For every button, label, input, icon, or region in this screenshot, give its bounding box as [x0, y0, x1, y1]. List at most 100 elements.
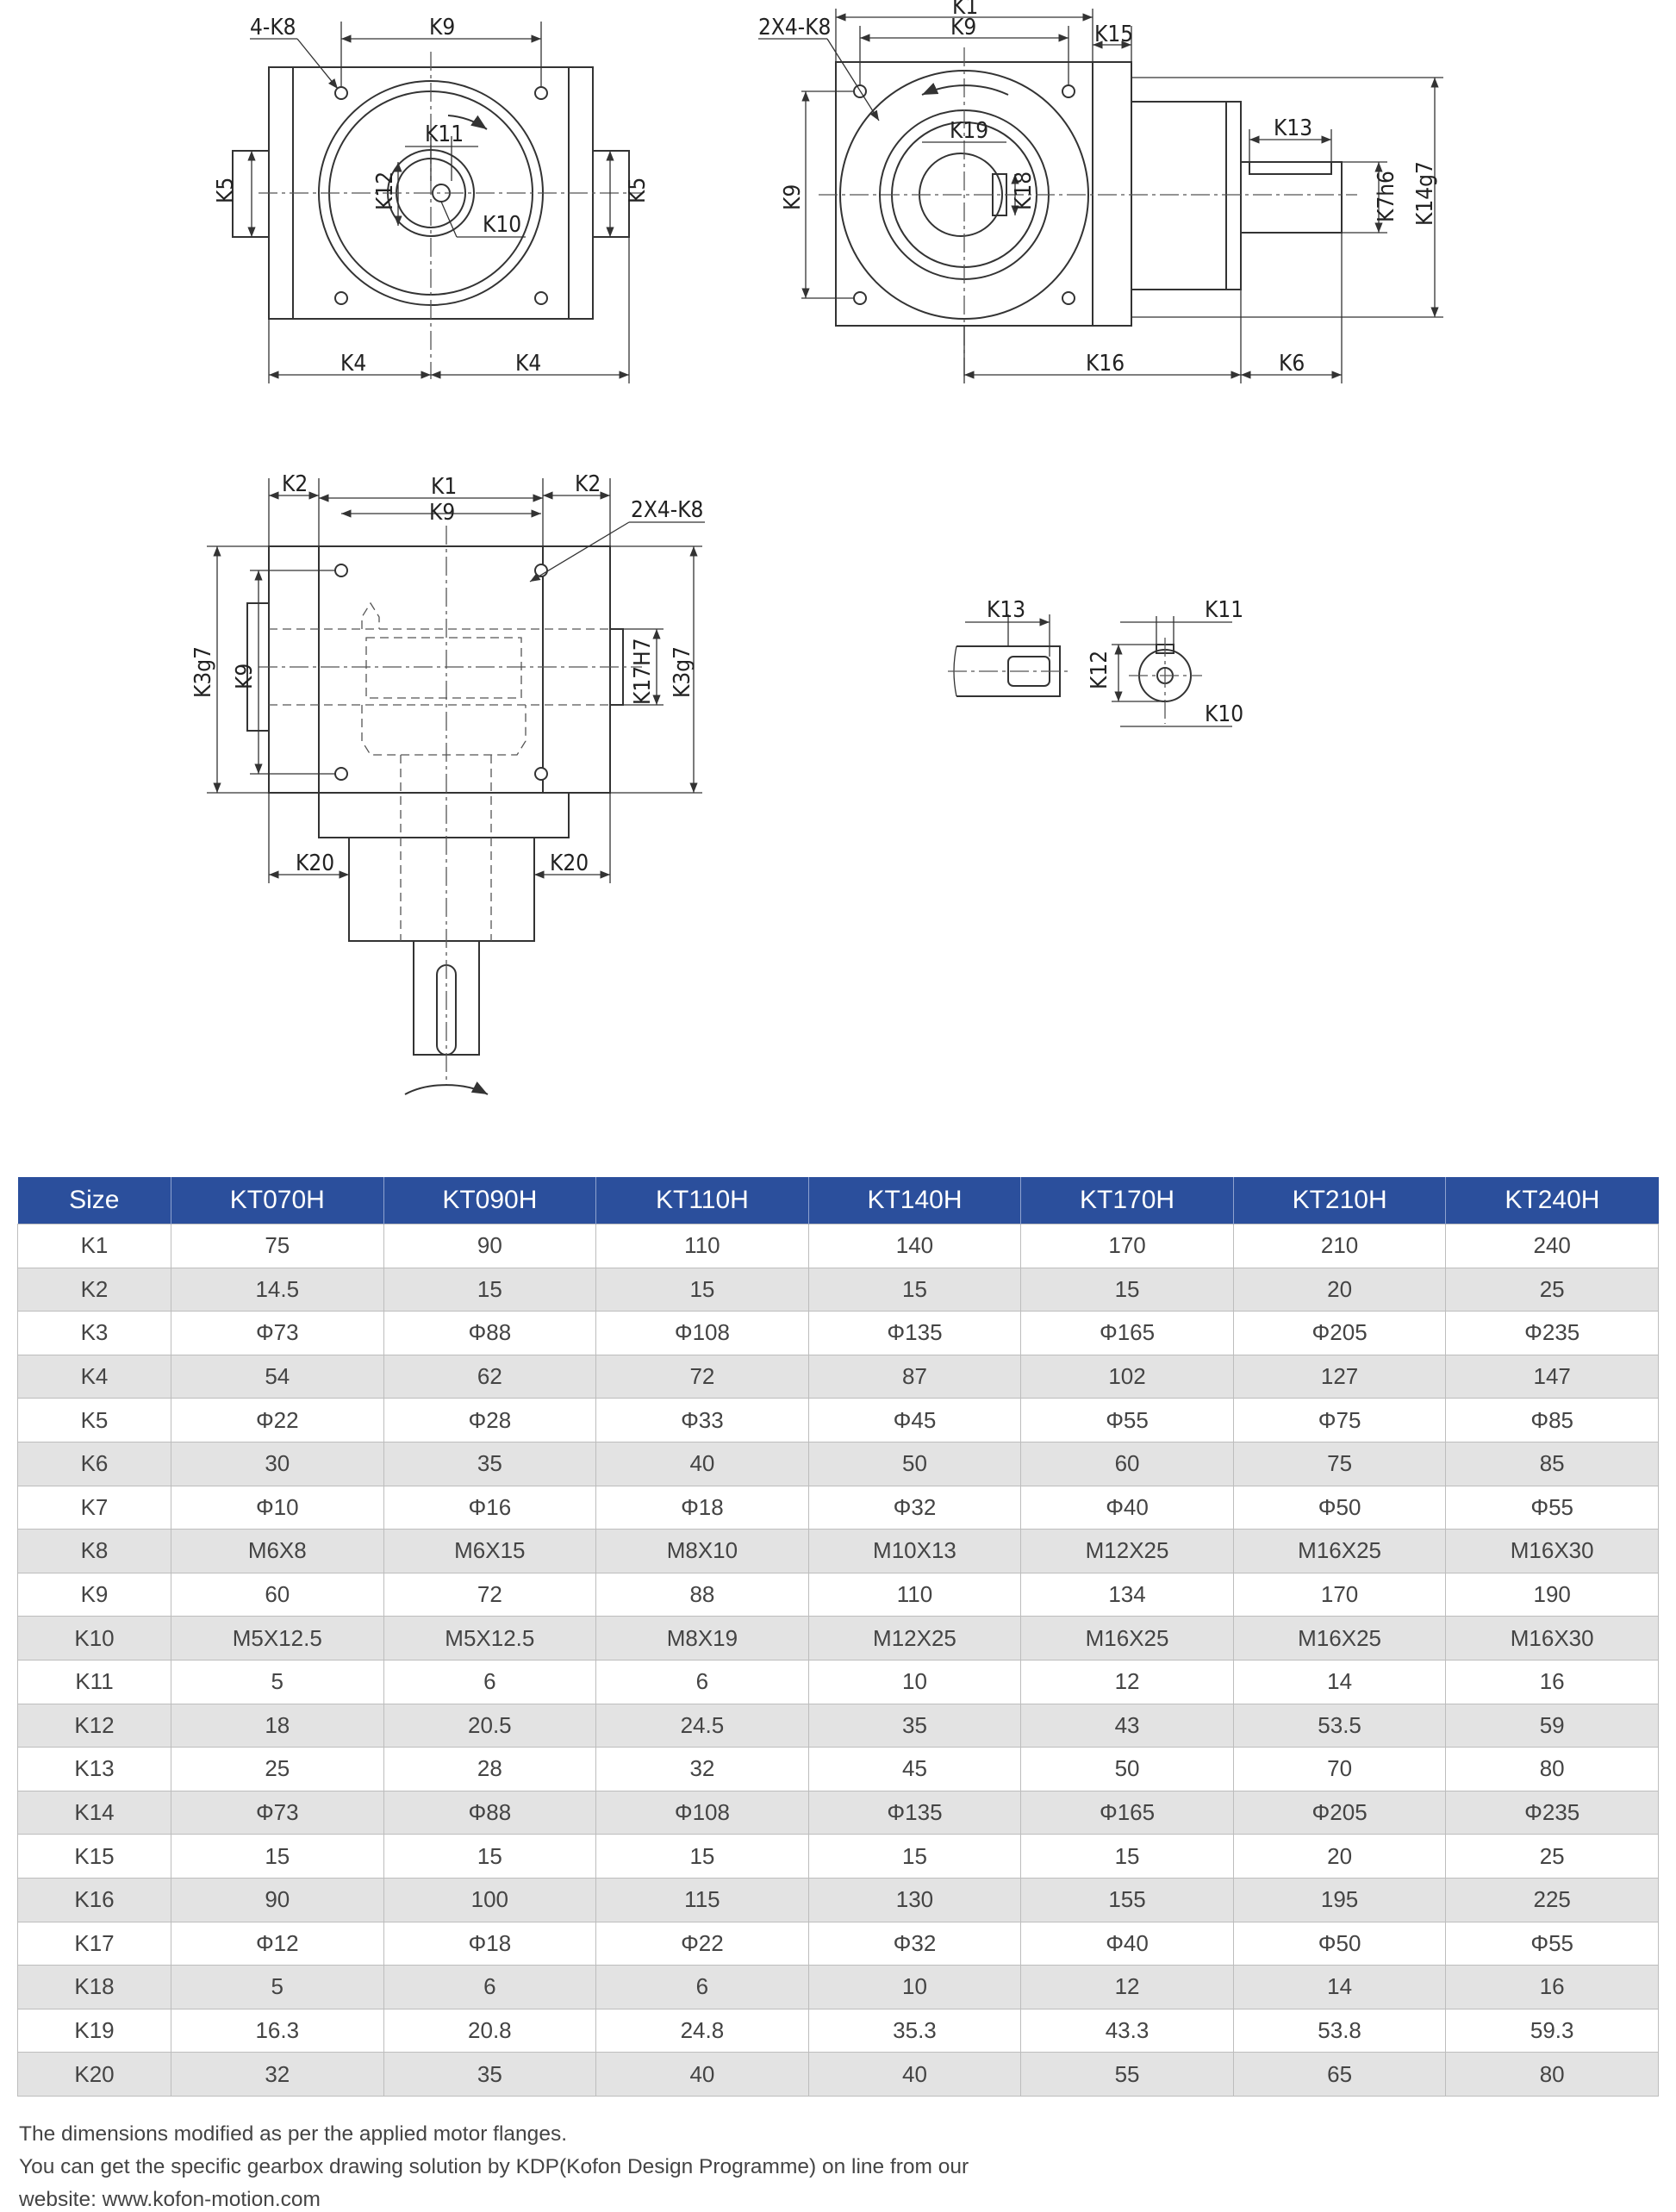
- row-label: K5: [17, 1398, 171, 1442]
- row-label: K7: [17, 1485, 171, 1530]
- table-cell: 40: [807, 2052, 1022, 2097]
- table-cell: Φ165: [1020, 1790, 1234, 1835]
- table-cell: 75: [1232, 1441, 1447, 1486]
- holes-2x4-label: 2X4-K8: [758, 15, 831, 41]
- k3-left-label: K3g7: [190, 646, 216, 698]
- k9-top-label: K9: [950, 15, 976, 41]
- table-cell: 72: [595, 1354, 809, 1399]
- note-line-1: The dimensions modified as per the appli…: [19, 2122, 567, 2146]
- table-cell: M16X25: [1020, 1616, 1234, 1661]
- k1-top-label: K1: [952, 0, 978, 20]
- table-cell: 59: [1445, 1703, 1659, 1748]
- table-cell: 170: [1020, 1224, 1234, 1268]
- technical-drawing: K9 4-K8 K11 K12 K10 K5 K5 K4 K4: [190, 0, 1443, 1095]
- table-cell: M16X25: [1232, 1529, 1447, 1573]
- table-cell: 100: [383, 1877, 597, 1922]
- table-cell: 15: [383, 1267, 597, 1312]
- table-cell: 147: [1445, 1354, 1659, 1399]
- table-cell: 115: [595, 1877, 809, 1922]
- table-cell: 43.3: [1020, 2008, 1234, 2053]
- note-line-3: website: www.kofon-motion.com: [19, 2188, 321, 2211]
- table-cell: 225: [1445, 1877, 1659, 1922]
- row-label: K4: [17, 1354, 171, 1399]
- table-cell: 12: [1020, 1965, 1234, 2009]
- table-cell: 20: [1232, 1834, 1447, 1879]
- table-cell: 72: [383, 1572, 597, 1617]
- k19-label: K19: [950, 118, 988, 144]
- table-cell: 55: [1020, 2052, 1234, 2097]
- table-cell: M16X30: [1445, 1616, 1659, 1661]
- table-cell: 90: [171, 1877, 384, 1922]
- k10-detail-label: K10: [1205, 701, 1243, 727]
- row-label: K3: [17, 1311, 171, 1355]
- table-cell: 25: [1445, 1267, 1659, 1312]
- table-cell: 130: [807, 1877, 1022, 1922]
- k4-left-label: K4: [340, 351, 366, 377]
- table-cell: 210: [1232, 1224, 1447, 1268]
- row-label: K14: [17, 1790, 171, 1835]
- table-cell: 12: [1020, 1659, 1234, 1704]
- table-cell: 15: [807, 1834, 1022, 1879]
- row-label: K16: [17, 1877, 171, 1922]
- table-cell: 15: [171, 1834, 384, 1879]
- k5-right-label: K5: [625, 178, 651, 203]
- table-cell: 35: [383, 2052, 597, 2097]
- table-cell: M6X8: [171, 1529, 384, 1573]
- table-cell: 14: [1232, 1659, 1447, 1704]
- table-cell: Φ16: [383, 1485, 597, 1530]
- front-view: K9 4-K8 K11 K12 K10 K5 K5 K4 K4: [213, 15, 651, 383]
- table-cell: M8X10: [595, 1529, 809, 1573]
- table-cell: 134: [1020, 1572, 1234, 1617]
- k17-label: K17H7: [630, 638, 656, 705]
- row-label: K15: [17, 1834, 171, 1879]
- k1-label: K1: [431, 474, 457, 500]
- top-view: K2 K2 K1 K9 2X4-K8 K3g7 K9 K17H7 K3g7 K2…: [190, 471, 705, 1095]
- table-cell: Φ22: [171, 1398, 384, 1442]
- table-cell: 50: [1020, 1747, 1234, 1791]
- table-cell: Φ33: [595, 1398, 809, 1442]
- table-cell: Φ55: [1445, 1921, 1659, 1966]
- table-cell: 60: [171, 1572, 384, 1617]
- table-cell: 15: [383, 1834, 597, 1879]
- table-cell: 127: [1232, 1354, 1447, 1399]
- table-cell: 35.3: [807, 2008, 1022, 2053]
- table-cell: 10: [807, 1965, 1022, 2009]
- k2-right-label: K2: [575, 471, 601, 497]
- k20-left-label: K20: [296, 851, 334, 876]
- table-cell: 25: [171, 1747, 384, 1791]
- table-cell: 15: [1020, 1834, 1234, 1879]
- table-cell: 14: [1232, 1965, 1447, 2009]
- holes-label: 4-K8: [250, 15, 296, 41]
- table-cell: 25: [1445, 1834, 1659, 1879]
- table-cell: 85: [1445, 1441, 1659, 1486]
- k9-side-label: K9: [780, 184, 806, 210]
- table-cell: Φ18: [595, 1485, 809, 1530]
- table-cell: 240: [1445, 1224, 1659, 1268]
- row-label: K18: [17, 1965, 171, 2009]
- header-size: Size: [17, 1177, 171, 1224]
- table-cell: M10X13: [807, 1529, 1022, 1573]
- k9-left-label: K9: [232, 664, 258, 689]
- table-cell: 18: [171, 1703, 384, 1748]
- row-label: K17: [17, 1921, 171, 1966]
- k15-label: K15: [1094, 22, 1133, 47]
- k12-label: K12: [372, 171, 398, 210]
- shaft-detail-view: K13 K11 K12 K10: [948, 597, 1243, 727]
- table-cell: 75: [171, 1224, 384, 1268]
- row-label: K13: [17, 1747, 171, 1791]
- header-model: KT140H: [808, 1177, 1022, 1224]
- k11-label: K11: [425, 122, 464, 147]
- table-cell: 35: [383, 1441, 597, 1486]
- k14-label: K14g7: [1412, 161, 1438, 226]
- table-cell: Φ235: [1445, 1311, 1659, 1355]
- table-cell: 20.8: [383, 2008, 597, 2053]
- table-cell: 10: [807, 1659, 1022, 1704]
- table-cell: 35: [807, 1703, 1022, 1748]
